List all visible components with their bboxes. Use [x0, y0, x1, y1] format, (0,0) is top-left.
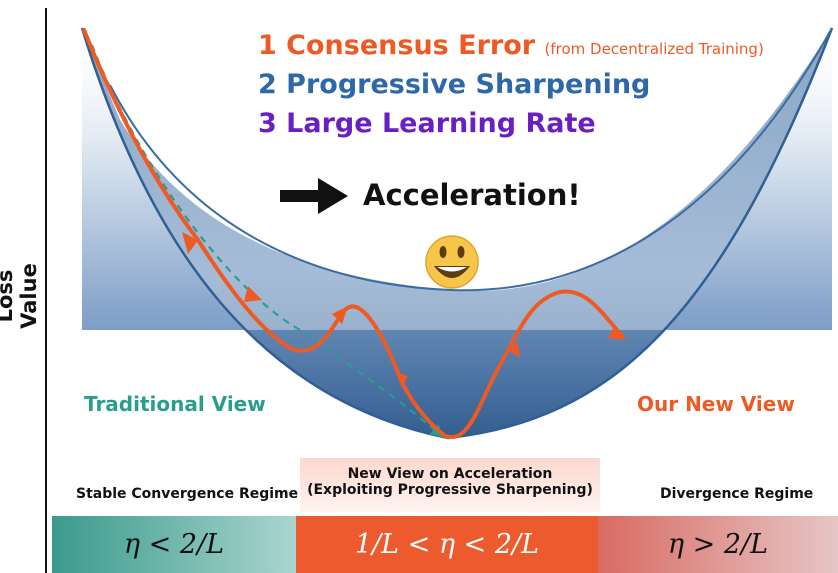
path-arrowhead	[182, 232, 198, 254]
factor-large-learning-rate: 3 Large Learning Rate	[258, 108, 596, 139]
grinning-face-icon	[425, 235, 479, 289]
new-view-label: Our New View	[637, 392, 795, 416]
y-axis-label: Loss Value	[0, 263, 41, 329]
acceleration-regime-label: New View on Acceleration (Exploiting Pro…	[300, 458, 600, 512]
acceleration-regime-line2: (Exploiting Progressive Sharpening)	[307, 482, 593, 498]
y-axis-line	[45, 8, 47, 573]
stable-regime-label: Stable Convergence Regime	[76, 486, 299, 502]
acceleration-path	[82, 28, 624, 440]
condition-divergence: η > 2/L	[598, 516, 838, 573]
path-arrowhead	[332, 306, 348, 324]
factor-progressive-sharpening: 2 Progressive Sharpening	[258, 69, 651, 100]
factor-consensus-error: 1 Consensus Error (from Decentralized Tr…	[258, 30, 764, 61]
path-arrowhead	[608, 326, 626, 340]
condition-stable: η < 2/L	[52, 516, 296, 573]
right-arrow-icon	[280, 178, 348, 214]
bowl-inner-rim	[109, 27, 833, 292]
acceleration-regime-line1: New View on Acceleration	[347, 466, 553, 482]
factor-1-text: 1 Consensus Error	[258, 30, 536, 61]
factor-1-note: (from Decentralized Training)	[544, 40, 764, 58]
divergence-regime-label: Divergence Regime	[660, 486, 814, 502]
bowl-inner-wall	[82, 28, 832, 438]
traditional-view-label: Traditional View	[84, 392, 266, 416]
acceleration-label: Acceleration!	[363, 178, 581, 212]
path-arrowhead	[396, 372, 408, 388]
path-arrowhead	[244, 286, 262, 302]
condition-acceleration: 1/L < η < 2/L	[296, 516, 598, 573]
path-arrowhead	[508, 342, 520, 358]
